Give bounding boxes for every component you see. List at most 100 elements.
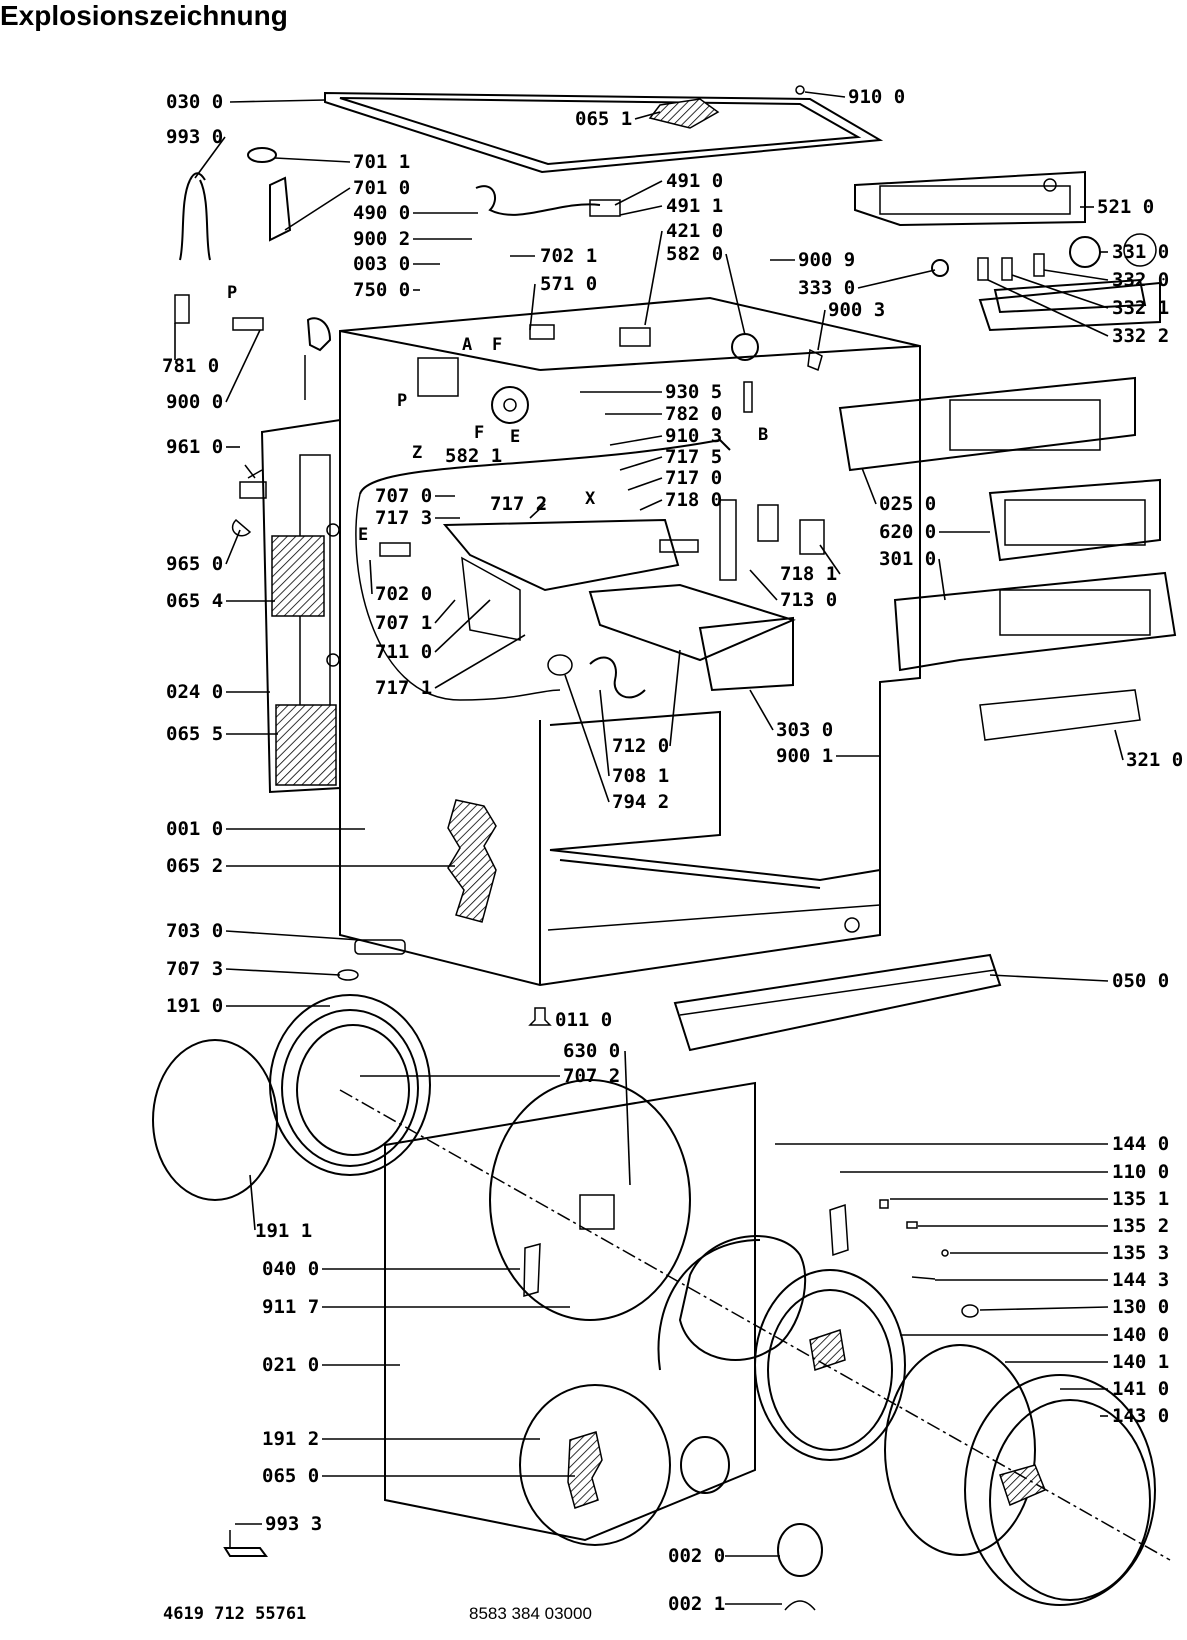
- control-panel-assembly: [838, 170, 1177, 741]
- letter-e: E: [510, 427, 520, 447]
- label-050-0: 050 0: [1112, 970, 1169, 992]
- label-332-0: 332 0: [1112, 269, 1169, 291]
- label-003-0: 003 0: [353, 253, 410, 275]
- label-301-0: 301 0: [879, 548, 936, 570]
- label-713-0: 713 0: [780, 589, 837, 611]
- label-011-0: 011 0: [555, 1009, 612, 1031]
- label-712-0: 712 0: [612, 735, 669, 757]
- label-141-0: 141 0: [1112, 1378, 1169, 1400]
- label-110-0: 110 0: [1112, 1161, 1169, 1183]
- label-135-2: 135 2: [1112, 1215, 1169, 1237]
- label-717-5: 717 5: [665, 446, 722, 468]
- label-708-1: 708 1: [612, 765, 669, 787]
- label-065-1: 065 1: [575, 108, 632, 130]
- letter-f: F: [492, 335, 502, 355]
- label-144-0: 144 0: [1112, 1133, 1169, 1155]
- label-191-1: 191 1: [255, 1220, 312, 1242]
- label-421-0: 421 0: [666, 220, 723, 242]
- rear-panel: [260, 418, 341, 794]
- top-labels: 065 1 910 0 701 1 701 0 490 0 900 2 003 …: [274, 86, 936, 351]
- label-782-0: 782 0: [665, 403, 722, 425]
- valves-and-hoses: [174, 147, 823, 537]
- label-900-3: 900 3: [828, 299, 885, 321]
- label-701-0: 701 0: [353, 177, 410, 199]
- label-135-1: 135 1: [1112, 1188, 1169, 1210]
- letter-p: P: [227, 283, 237, 303]
- label-040-0: 040 0: [262, 1258, 319, 1280]
- label-702-1: 702 1: [540, 245, 597, 267]
- label-024-0: 024 0: [166, 681, 223, 703]
- label-491-1: 491 1: [666, 195, 723, 217]
- label-065-4: 065 4: [166, 590, 223, 612]
- label-065-0: 065 0: [262, 1465, 319, 1487]
- label-191-2: 191 2: [262, 1428, 319, 1450]
- letter-z: Z: [412, 443, 422, 463]
- label-065-5: 065 5: [166, 723, 223, 745]
- label-781-0: 781 0: [162, 355, 219, 377]
- label-717-0: 717 0: [665, 467, 722, 489]
- label-332-1: 332 1: [1112, 297, 1169, 319]
- inner-labels: 930 5 782 0 910 3 717 5 717 0 718 0 707 …: [360, 381, 880, 1615]
- door-assembly: [339, 1089, 1171, 1606]
- label-490-0: 490 0: [353, 202, 410, 224]
- label-002-0: 002 0: [668, 1545, 725, 1567]
- label-911-7: 911 7: [262, 1296, 319, 1318]
- label-025-0: 025 0: [879, 493, 936, 515]
- label-717-3: 717 3: [375, 507, 432, 529]
- label-582-0: 582 0: [666, 243, 723, 265]
- label-930-5: 930 5: [665, 381, 722, 403]
- label-993-3: 993 3: [265, 1513, 322, 1535]
- letter-f2: F: [474, 423, 484, 443]
- label-965-0: 965 0: [166, 553, 223, 575]
- kickplate: [528, 953, 1002, 1052]
- label-135-3: 135 3: [1112, 1242, 1169, 1264]
- label-718-0: 718 0: [665, 489, 722, 511]
- label-582-1: 582 1: [445, 445, 502, 467]
- label-332-2: 332 2: [1112, 325, 1169, 347]
- label-961-0: 961 0: [166, 436, 223, 458]
- label-702-0: 702 0: [375, 583, 432, 605]
- label-900-1: 900 1: [776, 745, 833, 767]
- document-code-right: 8583 384 03000: [469, 1604, 592, 1623]
- label-750-0: 750 0: [353, 279, 410, 301]
- label-630-0: 630 0: [563, 1040, 620, 1062]
- page-title: Explosionszeichnung: [0, 0, 288, 31]
- document-code-left: 4619 712 55761: [163, 1604, 307, 1624]
- label-065-2: 065 2: [166, 855, 223, 877]
- letter-x: X: [585, 489, 596, 509]
- label-900-0: 900 0: [166, 391, 223, 413]
- label-521-0: 521 0: [1097, 196, 1154, 218]
- label-794-2: 794 2: [612, 791, 669, 813]
- left-labels: 030 0 993 0 781 0 900 0 961 0 965 0 065 …: [162, 91, 575, 1535]
- detergent-drawer-assembly: [355, 438, 825, 701]
- label-701-1: 701 1: [353, 151, 410, 173]
- label-191-0: 191 0: [166, 995, 223, 1017]
- label-491-0: 491 0: [666, 170, 723, 192]
- letter-p2: P: [397, 391, 407, 411]
- label-711-0: 711 0: [375, 641, 432, 663]
- label-717-2: 717 2: [490, 493, 547, 515]
- label-333-0: 333 0: [798, 277, 855, 299]
- door-seal-and-front: [152, 939, 756, 1546]
- label-001-0: 001 0: [166, 818, 223, 840]
- label-321-0: 321 0: [1126, 749, 1183, 771]
- label-718-1: 718 1: [780, 563, 837, 585]
- label-002-1: 002 1: [668, 1593, 725, 1615]
- label-717-1: 717 1: [375, 677, 432, 699]
- label-021-0: 021 0: [262, 1354, 319, 1376]
- label-993-0: 993 0: [166, 126, 223, 148]
- label-707-3: 707 3: [166, 958, 223, 980]
- label-620-0: 620 0: [879, 521, 936, 543]
- label-331-0: 331 0: [1112, 241, 1169, 263]
- label-900-2: 900 2: [353, 228, 410, 250]
- right-labels: 521 0 331 0 332 0 332 1 332 2 025 0 620 …: [775, 196, 1183, 1427]
- label-703-0: 703 0: [166, 920, 223, 942]
- label-140-1: 140 1: [1112, 1351, 1169, 1373]
- label-030-0: 030 0: [166, 91, 223, 113]
- letter-e2: E: [358, 525, 368, 545]
- floor-items: [223, 1523, 823, 1611]
- label-707-1: 707 1: [375, 612, 432, 634]
- label-143-0: 143 0: [1112, 1405, 1169, 1427]
- main-cabinet: [339, 296, 921, 987]
